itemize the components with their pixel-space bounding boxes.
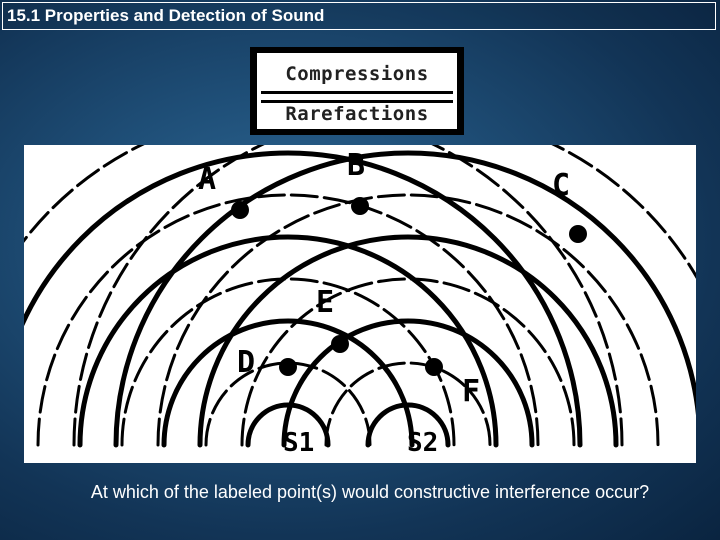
- question-text: At which of the labeled point(s) would c…: [90, 482, 650, 502]
- point-marker-f: [425, 358, 443, 376]
- wavefront-s2-3: [281, 318, 535, 448]
- wavefront-s1-6: [36, 193, 540, 447]
- wavefront-s1-3: [161, 318, 415, 448]
- point-label-f: F: [462, 374, 481, 409]
- wavefront-s2-2: [324, 361, 492, 447]
- legend-panel: Compressions Rarefactions: [257, 53, 457, 129]
- wavefront-s2-5: [197, 234, 619, 448]
- source-label-s2: S2: [407, 428, 439, 458]
- interference-diagram: A B C D E F S1 S2: [24, 145, 696, 463]
- wavefront-s1-2: [204, 361, 372, 447]
- wavefront-s1-7: [24, 150, 583, 448]
- point-label-c: C: [552, 168, 571, 203]
- point-marker-c: [569, 225, 587, 243]
- wavefront-s2-8: [72, 145, 696, 447]
- point-marker-a: [231, 201, 249, 219]
- slide-title: 15.1 Properties and Detection of Sound: [2, 2, 716, 30]
- legend-compression-line: [261, 91, 453, 94]
- source-label-s1: S1: [283, 428, 315, 458]
- wave-legend: Compressions Rarefactions: [250, 47, 464, 135]
- wavefront-s1-8: [24, 145, 624, 447]
- point-label-b: B: [347, 148, 366, 183]
- legend-rarefaction-line: [261, 100, 453, 103]
- point-marker-b: [351, 197, 369, 215]
- wavefront-s2-7: [113, 150, 696, 448]
- point-label-d: D: [237, 345, 256, 380]
- legend-rarefactions-label: Rarefactions: [285, 103, 429, 125]
- wavefront-s2-6: [156, 193, 660, 447]
- point-marker-d: [279, 358, 297, 376]
- point-marker-e: [331, 335, 349, 353]
- legend-compressions-label: Compressions: [285, 63, 429, 85]
- wavefront-s2-1: [365, 402, 451, 448]
- point-label-e: E: [316, 285, 335, 320]
- point-label-a: A: [198, 162, 217, 197]
- wave-pattern: [24, 145, 696, 448]
- wavefront-s2-4: [240, 277, 576, 447]
- wavefront-s1-5: [77, 234, 499, 448]
